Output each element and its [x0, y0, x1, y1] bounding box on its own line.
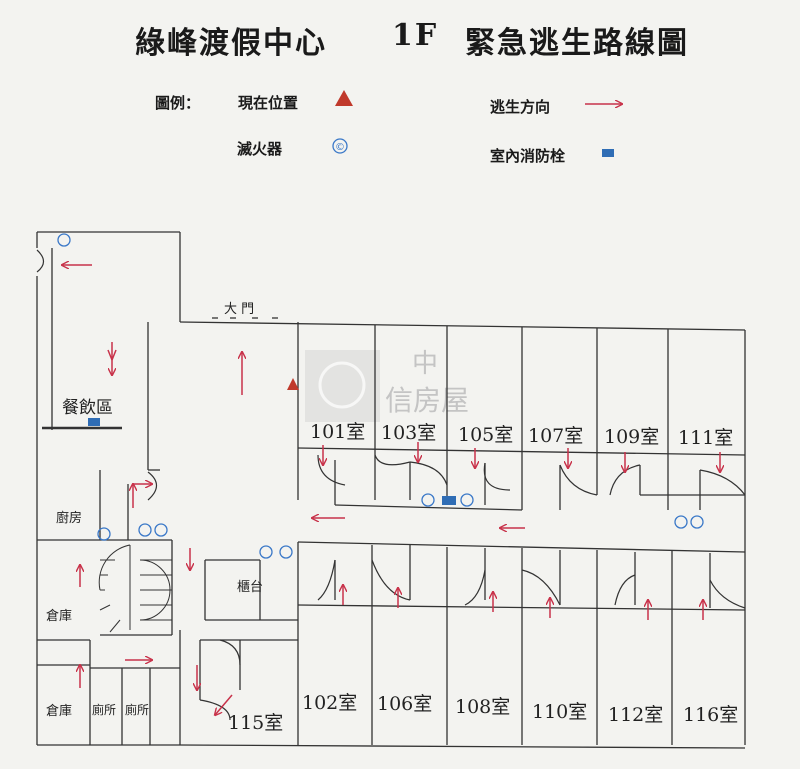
legend-current-location: 現在位置: [238, 94, 299, 112]
escape-arrows: [62, 265, 720, 715]
watermark-logo-icon: [305, 350, 380, 422]
legend-heading: 圖例：: [155, 94, 201, 112]
watermark-line2: 信房屋: [385, 384, 469, 417]
legend-escape-direction: 逃生方向: [490, 98, 551, 116]
extinguishers: [57, 233, 704, 559]
current-location-marker-icon: [287, 378, 299, 390]
legend-extinguisher: 滅火器: [237, 140, 283, 158]
extinguisher-icon: [138, 523, 152, 537]
door-arcs: [36, 249, 746, 721]
room-108: 108室: [455, 696, 511, 718]
legend-marker-triangle-icon: [335, 90, 353, 106]
room-115: 115室: [228, 712, 284, 734]
map-title: 緊急逃生路線圖: [465, 26, 689, 61]
legend-hydrant-icon: [602, 149, 614, 157]
area-main-gate: 大 門: [224, 302, 255, 317]
area-storage-1: 倉庫: [46, 609, 73, 624]
walls: [36, 231, 746, 749]
legend-extinguisher-symbol: ©: [335, 142, 345, 153]
extinguisher-icon: [97, 527, 111, 541]
room-101: 101室: [310, 421, 366, 443]
area-dining: 餐飲區: [62, 398, 113, 418]
room-103: 103室: [381, 422, 437, 444]
extinguisher-icon: [57, 233, 71, 247]
staircase-icon: [98, 544, 172, 633]
watermark-line1: 中: [412, 349, 438, 379]
area-storage-2: 倉庫: [46, 704, 73, 719]
room-109: 109室: [604, 426, 660, 448]
extinguisher-icon: [674, 515, 688, 529]
room-111: 111室: [678, 427, 734, 449]
extinguisher-icon: [421, 493, 435, 507]
extinguisher-icon: [154, 523, 168, 537]
area-toilet-2: 廁所: [125, 703, 150, 717]
extinguisher-icon: [460, 493, 474, 507]
room-107: 107室: [528, 425, 584, 447]
extinguisher-icon: [259, 545, 273, 559]
room-110: 110室: [532, 701, 588, 723]
resort-name: 綠峰渡假中心: [135, 26, 327, 61]
floor-label: 1F: [392, 18, 439, 53]
room-112: 112室: [608, 704, 664, 726]
legend-hydrant: 室內消防栓: [490, 147, 566, 165]
room-105: 105室: [458, 424, 514, 446]
extinguisher-icon: [279, 545, 293, 559]
area-kitchen: 廚房: [56, 511, 83, 526]
room-102: 102室: [302, 692, 358, 714]
room-116: 116室: [683, 704, 739, 726]
legend-extinguisher-icon: [332, 138, 348, 154]
hydrant-icon: [442, 496, 456, 505]
hydrant-icon: [88, 418, 100, 426]
area-counter: 櫃台: [237, 580, 264, 595]
area-toilet-1: 廁所: [92, 703, 117, 717]
extinguisher-icon: [690, 515, 704, 529]
room-106: 106室: [377, 693, 433, 715]
